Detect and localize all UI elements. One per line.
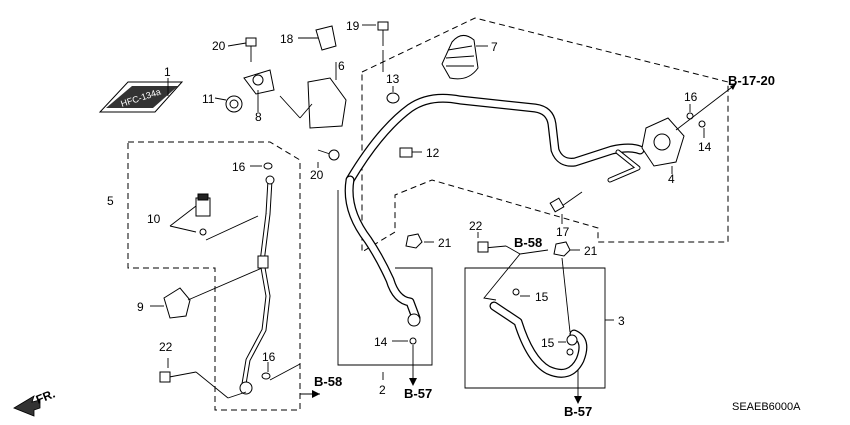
callout-2: 2 [379,383,386,397]
front-arrow: FR. [13,387,57,417]
ref-b-57-right: B-57 [564,404,592,419]
ref-b-57-middle: B-57 [404,386,432,401]
ref-b-58-left: B-58 [314,374,342,389]
group-outlines [127,17,729,411]
callout-19: 19 [346,19,360,33]
ref-b-58-right: B-58 [514,235,542,250]
label-plate: HFC-134a [98,78,184,113]
callout-10: 10 [147,212,161,226]
callout-18: 18 [280,32,294,46]
bolt-20 [317,149,340,168]
diagram-code: SEAEB6000A [732,401,801,413]
discharge-pipe [345,83,737,224]
callout-13: 13 [386,72,400,86]
reference-labels: B-17-20 B-58 B-58 B-57 B-57 [314,73,775,419]
callout-17: 17 [556,225,570,239]
callout-21b: 21 [584,244,598,258]
callout-12: 12 [426,146,440,160]
receiver-pipe [150,162,320,399]
callout-labels: 1 2 3 4 5 6 7 8 9 10 11 12 13 14 14 15 1… [107,19,712,397]
callout-11: 11 [202,92,215,106]
callout-15b: 15 [541,336,555,350]
callout-6: 6 [338,59,345,73]
callout-16b: 16 [262,350,276,364]
bracket-assembly [214,21,389,129]
callout-8: 8 [255,110,262,124]
callout-14a: 14 [374,335,388,349]
clamp [441,35,488,80]
callout-21a: 21 [438,236,452,250]
callout-16c: 16 [684,90,698,104]
callout-22a: 22 [159,340,173,354]
callout-7: 7 [491,40,498,54]
callout-14b: 14 [698,140,712,154]
suction-hose [344,175,434,386]
callout-20a: 20 [212,39,226,53]
callout-20b: 20 [310,168,324,182]
callout-5: 5 [107,194,114,208]
ref-b-17-20: B-17-20 [728,73,775,88]
callout-3: 3 [618,314,625,328]
callout-9: 9 [137,300,144,314]
callout-1: 1 [164,65,171,79]
callout-4: 4 [668,172,675,186]
callout-22b: 22 [469,219,483,233]
front-label: FR. [34,387,57,407]
callout-15a: 15 [535,290,549,304]
callout-16a: 16 [232,160,246,174]
liquid-hose [477,232,614,404]
